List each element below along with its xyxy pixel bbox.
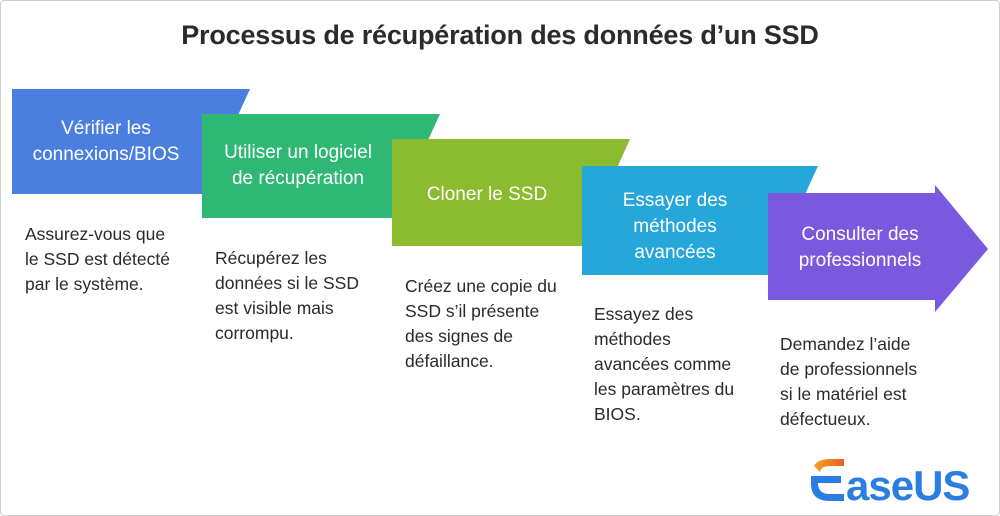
step-4-description: Essayez des méthodes avancées comme les … [594, 304, 735, 424]
step-5-label: Consulter des professionnels [798, 224, 922, 271]
step-1-description: Assurez-vous que le SSD est détecté par … [25, 224, 170, 294]
step-4-box [582, 166, 818, 275]
step-2-description: Récupérez les données si le SSD est visi… [215, 248, 359, 343]
step-1-box [12, 89, 250, 194]
step-5-arrow [768, 185, 988, 312]
step-2-box [202, 114, 440, 218]
easeus-logo: aseUS [811, 459, 970, 504]
step-3-label: Cloner le SSD [426, 184, 548, 205]
easeus-logo-icon [811, 459, 844, 501]
step-5-description: Demandez l’aide de professionnels si le … [780, 334, 918, 429]
easeus-logo-wordmark: aseUS [846, 462, 969, 504]
step-3-description: Créez une copie du SSD s’il présente des… [405, 276, 557, 371]
step-1-label: Vérifier les connexions/BIOS [32, 118, 180, 165]
step-4-label: Essayer des méthodes avancées [622, 190, 728, 263]
step-3-box [392, 139, 630, 246]
step-2-label: Utiliser un logiciel de récupération [224, 142, 372, 189]
diagram-title: Processus de récupération des données d’… [181, 20, 819, 50]
